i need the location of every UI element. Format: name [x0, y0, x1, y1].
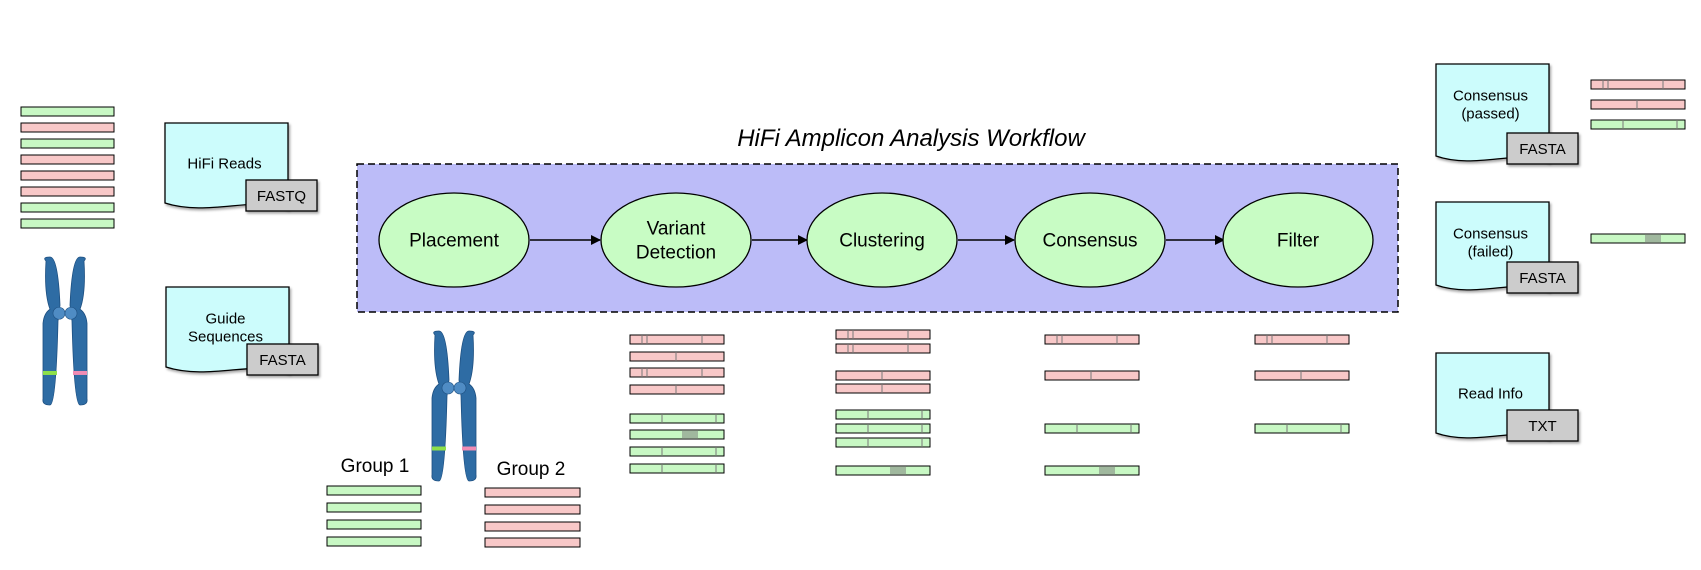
- read-bar: [835, 383, 931, 394]
- read-bar: [1044, 423, 1140, 434]
- step-label: Consensus: [1042, 231, 1137, 252]
- read-bar: [1044, 334, 1140, 345]
- group-2-label: Group 2: [497, 459, 566, 480]
- format-tag-label: FASTA: [259, 352, 305, 369]
- read-bar: [629, 384, 725, 395]
- format-tag: [245, 179, 318, 212]
- format-tag-label: FASTQ: [257, 188, 306, 205]
- read-bar: [326, 519, 422, 530]
- format-tag: [246, 343, 319, 376]
- read-bar: [20, 202, 115, 213]
- step-label: Placement: [409, 231, 499, 252]
- document-label: Read Info: [1458, 385, 1523, 402]
- read-bar: [20, 186, 115, 197]
- read-bar: [20, 122, 115, 133]
- read-bar: [1044, 370, 1140, 381]
- read-bar: [835, 423, 931, 434]
- read-bar: [835, 329, 931, 340]
- read-bar: [629, 429, 725, 440]
- read-bar: [1254, 370, 1350, 381]
- read-bar: [20, 170, 115, 181]
- step-label: Filter: [1277, 231, 1320, 252]
- workflow-step: Placement: [378, 192, 530, 288]
- read-bar: [1590, 233, 1686, 244]
- read-bar: [835, 343, 931, 354]
- read-bar: [629, 334, 725, 345]
- output-consensus-failed: Consensus(failed) FASTA: [1435, 201, 1579, 294]
- step-label: Clustering: [839, 231, 925, 252]
- read-bar: [20, 138, 115, 149]
- workflow-step: Consensus: [1014, 192, 1166, 288]
- read-bar: [20, 106, 115, 117]
- read-bar: [1590, 79, 1686, 90]
- read-bar: [629, 413, 725, 424]
- workflow-step: Clustering: [806, 192, 958, 288]
- format-tag: [1506, 132, 1579, 165]
- read-bar: [1590, 119, 1686, 130]
- read-bar: [20, 154, 115, 165]
- format-tag-label: FASTA: [1519, 270, 1565, 287]
- read-bar: [835, 437, 931, 448]
- read-bar: [835, 370, 931, 381]
- format-tag-label: FASTA: [1519, 141, 1565, 158]
- read-bar: [326, 536, 422, 547]
- diagram-title: HiFi Amplicon Analysis Workflow: [737, 125, 1086, 152]
- workflow-step: Filter: [1222, 192, 1374, 288]
- read-bar: [835, 465, 931, 476]
- read-bar: [484, 537, 581, 548]
- read-bar: [1254, 334, 1350, 345]
- step-ellipse: [378, 192, 530, 288]
- read-bar: [835, 409, 931, 420]
- read-bar: [484, 487, 581, 498]
- format-tag: [1506, 409, 1579, 442]
- read-bar: [629, 463, 725, 474]
- read-bar: [484, 504, 581, 515]
- step-ellipse: [1014, 192, 1166, 288]
- group-1-label: Group 1: [341, 456, 410, 477]
- format-tag: [1506, 261, 1579, 294]
- step-ellipse: [600, 192, 752, 288]
- read-bar: [326, 502, 422, 513]
- step-ellipse: [806, 192, 958, 288]
- read-bar: [629, 446, 725, 457]
- document-label: HiFi Reads: [187, 155, 261, 172]
- document-label: Consensus(failed): [1453, 225, 1528, 260]
- document-label: Consensus(passed): [1453, 87, 1528, 122]
- read-bar: [20, 218, 115, 229]
- read-bar: [629, 351, 725, 362]
- chromosome-icon: [431, 330, 477, 482]
- chromosome-icon: [42, 256, 88, 406]
- step-ellipse: [1222, 192, 1374, 288]
- format-tag-label: TXT: [1528, 418, 1556, 435]
- read-bar: [484, 521, 581, 532]
- read-bar: [1044, 465, 1140, 476]
- output-consensus-passed: Consensus(passed) FASTA: [1435, 63, 1579, 165]
- read-bar: [1590, 99, 1686, 110]
- read-bar: [629, 367, 725, 378]
- read-bar: [326, 485, 422, 496]
- read-bar: [1254, 423, 1350, 434]
